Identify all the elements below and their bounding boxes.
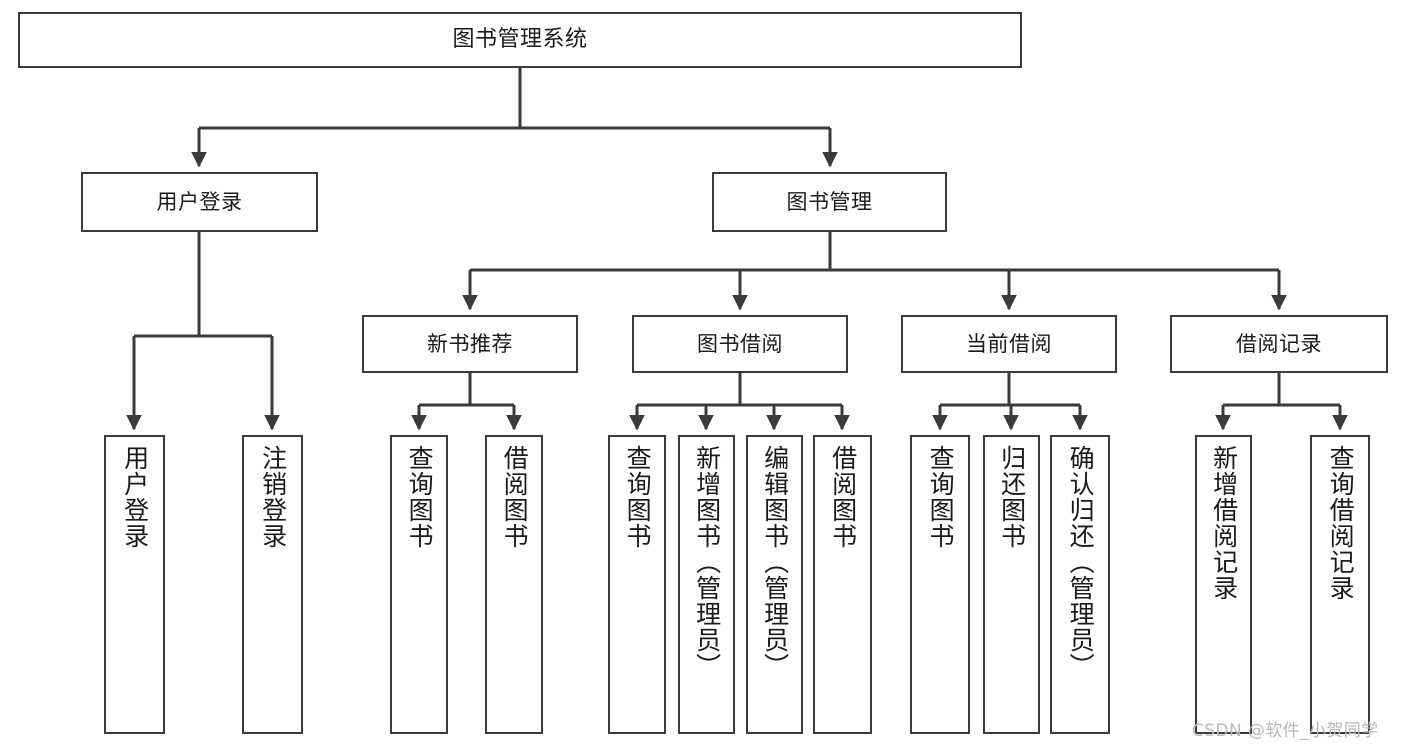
node-label: 图书管理系统: [452, 27, 588, 53]
node-leaf-add-book-admin[interactable]: 新增图书（管理员）: [678, 435, 735, 734]
node-leaf-borrow-book-rec[interactable]: 借阅图书: [485, 435, 543, 734]
node-label: 查询图书: [405, 445, 435, 549]
node-leaf-query-book-rec[interactable]: 查询图书: [390, 435, 448, 734]
node-leaf-add-borrow-record[interactable]: 新增借阅记录: [1195, 435, 1252, 734]
node-label: 查询借阅记录: [1326, 445, 1356, 601]
node-label: 图书借阅: [697, 331, 783, 356]
node-label: 查询图书: [926, 445, 956, 549]
node-label: 用户登录: [120, 445, 150, 549]
node-leaf-edit-book-admin[interactable]: 编辑图书（管理员）: [746, 435, 803, 734]
node-leaf-query-borrow-record[interactable]: 查询借阅记录: [1310, 435, 1370, 734]
node-label: 新增借阅记录: [1209, 445, 1239, 601]
node-label: 归还图书: [997, 445, 1027, 549]
node-label: 借阅图书: [500, 445, 530, 549]
node-level2-borrow-record[interactable]: 借阅记录: [1170, 315, 1388, 373]
node-label: 新增图书（管理员）: [692, 445, 722, 679]
node-label: 借阅图书: [828, 445, 858, 549]
node-level2-current-borrow[interactable]: 当前借阅: [901, 315, 1117, 373]
node-label: 确认归还（管理员）: [1066, 445, 1096, 679]
node-label: 编辑图书（管理员）: [760, 445, 790, 679]
node-leaf-query-book-borrow[interactable]: 查询图书: [608, 435, 666, 734]
node-leaf-user-login[interactable]: 用户登录: [104, 435, 165, 734]
node-label: 注销登录: [258, 445, 288, 549]
node-root[interactable]: 图书管理系统: [18, 12, 1022, 68]
node-level2-new-book-recommend[interactable]: 新书推荐: [362, 315, 578, 373]
node-label: 当前借阅: [966, 331, 1052, 356]
node-level1-book-management[interactable]: 图书管理: [712, 172, 947, 232]
node-level1-user-login[interactable]: 用户登录: [81, 172, 318, 232]
node-label: 图书管理: [786, 189, 873, 214]
node-leaf-query-book-current[interactable]: 查询图书: [910, 435, 970, 734]
csdn-watermark: CSDN @软件_小贺同学: [1192, 721, 1379, 741]
node-leaf-logout[interactable]: 注销登录: [242, 435, 303, 734]
node-label: 用户登录: [156, 189, 243, 214]
node-leaf-return-book[interactable]: 归还图书: [983, 435, 1040, 734]
node-label: 查询图书: [623, 445, 653, 549]
node-level2-book-borrow[interactable]: 图书借阅: [632, 315, 848, 373]
node-label: 新书推荐: [427, 331, 513, 356]
node-label: 借阅记录: [1236, 331, 1322, 356]
node-leaf-confirm-return-admin[interactable]: 确认归还（管理员）: [1050, 435, 1110, 734]
node-leaf-borrow-book[interactable]: 借阅图书: [813, 435, 872, 734]
